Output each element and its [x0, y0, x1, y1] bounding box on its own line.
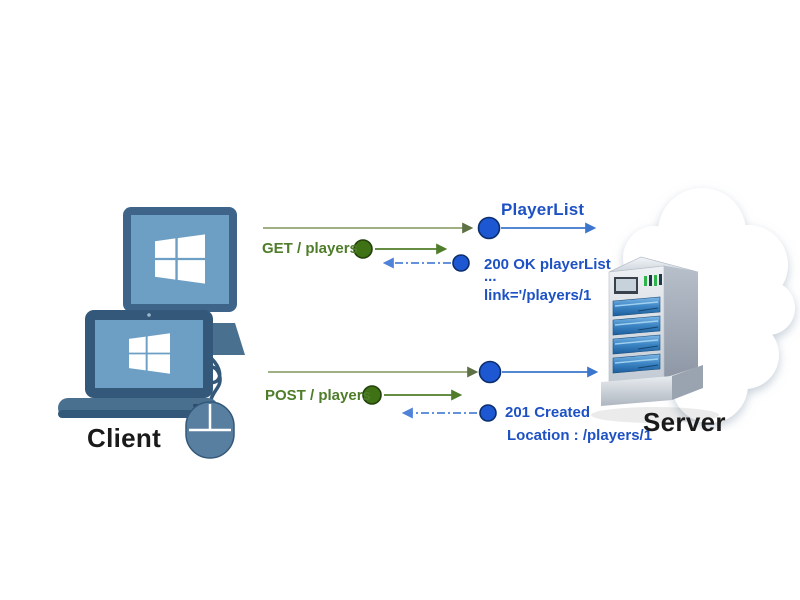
webcam-dot [147, 313, 151, 317]
bay-slots [637, 307, 659, 369]
server-label: Server [643, 407, 726, 437]
get-response-link-label: link='/players/1 [484, 287, 592, 304]
get-response-status-label: 200 OK playerList [484, 256, 611, 273]
playerlist-resource-label: PlayerList [501, 200, 585, 219]
post-response-location-label: Location : /players/1 [507, 427, 653, 444]
get-request-label: GET / players [262, 240, 358, 257]
get-response-ellipsis-label: ... [484, 268, 497, 285]
client-icon [58, 207, 245, 459]
client-label: Client [87, 423, 162, 453]
post-request-node [362, 385, 382, 405]
server-drive-bays [612, 296, 661, 374]
post-request-label: POST / players [265, 387, 371, 404]
mouse-icon [185, 401, 235, 459]
get-request-node [353, 239, 373, 259]
laptop-icon [58, 310, 218, 418]
post-resource-node [478, 360, 502, 384]
get-response-node [452, 254, 470, 272]
server-tower-icon [591, 256, 719, 423]
server-icon [591, 188, 795, 423]
get-resource-node [477, 216, 501, 240]
server-leds [644, 274, 662, 286]
post-response-node [479, 404, 497, 422]
bay-highlights [614, 301, 659, 364]
post-response-status-label: 201 Created [505, 404, 591, 421]
server-base [601, 365, 703, 406]
